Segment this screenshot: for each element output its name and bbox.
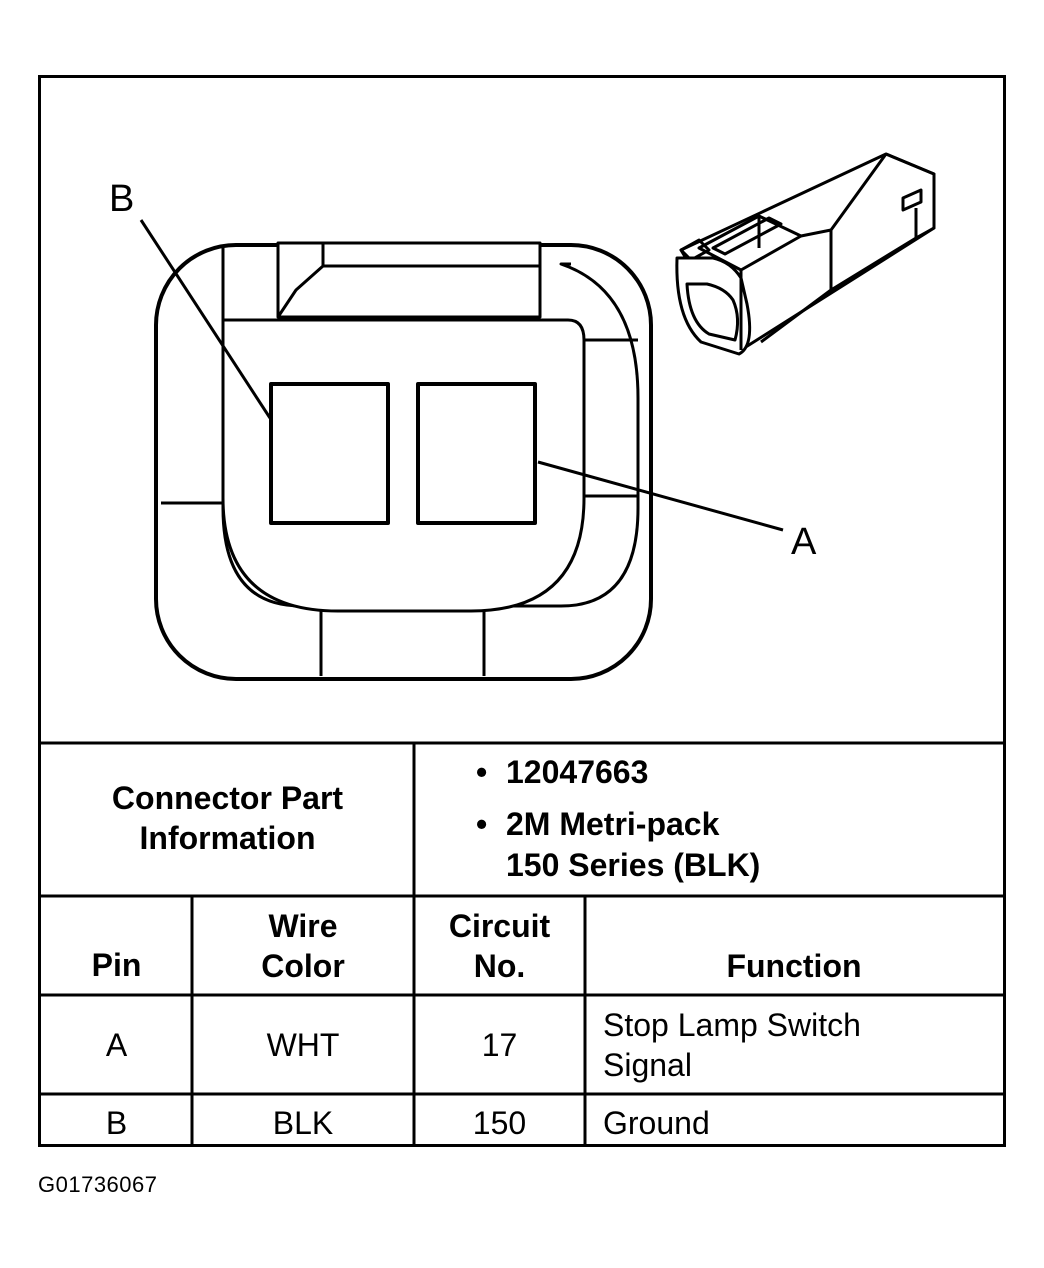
bullet-icon: •: [476, 806, 488, 842]
latch-ramp: [276, 243, 542, 318]
part-number-line: • 12047663: [476, 752, 648, 792]
row-b-circuit: 150: [472, 1105, 527, 1141]
figure-id-label: G01736067: [38, 1172, 158, 1197]
table-grid: [41, 741, 1003, 1144]
header-circuit-no: Circuit No.: [414, 906, 585, 986]
row-a-circuit: 17: [481, 1027, 518, 1063]
connector-diagram: [41, 152, 1003, 1144]
header-circuit-line2: No.: [473, 948, 526, 984]
callout-a-label: A: [791, 521, 818, 563]
row-b-function: Ground: [603, 1105, 710, 1141]
bullet-icon: •: [476, 754, 488, 790]
series-name: 2M Metri-pack: [506, 806, 720, 842]
row-a-pin: A: [105, 1027, 128, 1063]
series-line-1: • 2M Metri-pack: [476, 804, 719, 844]
header-circuit-line1: Circuit: [448, 908, 551, 944]
header-pin: Pin: [91, 947, 142, 983]
row-a-function-line2: Signal: [603, 1047, 692, 1083]
row-a-function-line1: Stop Lamp Switch: [603, 1007, 861, 1043]
callout-b-label: B: [109, 178, 136, 220]
connector-face: [154, 241, 653, 681]
leader-line-b: [139, 219, 272, 419]
part-number: 12047663: [506, 754, 649, 790]
leader-line-a: [537, 460, 784, 532]
header-wire-color-line2: Color: [261, 948, 345, 984]
header-wire-color-line1: Wire: [268, 908, 338, 944]
cavity-a: [416, 382, 537, 525]
connector-info-label-line2: Information: [139, 820, 316, 856]
connector-info-label-line1: Connector Part: [111, 780, 344, 816]
connector-inner-rim: [221, 248, 640, 608]
connector-inner-face: [221, 318, 586, 613]
row-b-pin: B: [105, 1105, 128, 1141]
connector-info-label: Connector Part Information: [41, 778, 414, 858]
connector-iso-view: [675, 152, 936, 356]
connector-figure-frame: B A Connector Part Information • 12047663…: [38, 75, 1006, 1147]
cavity-b: [269, 382, 390, 525]
header-function: Function: [726, 948, 862, 984]
row-b-wire-color: BLK: [272, 1105, 334, 1141]
row-a-wire-color: WHT: [266, 1027, 340, 1063]
series-line-2: 150 Series (BLK): [506, 847, 761, 883]
row-a-function: Stop Lamp Switch Signal: [603, 1005, 993, 1085]
connector-top-latch: [276, 241, 542, 319]
header-wire-color: Wire Color: [192, 906, 414, 986]
